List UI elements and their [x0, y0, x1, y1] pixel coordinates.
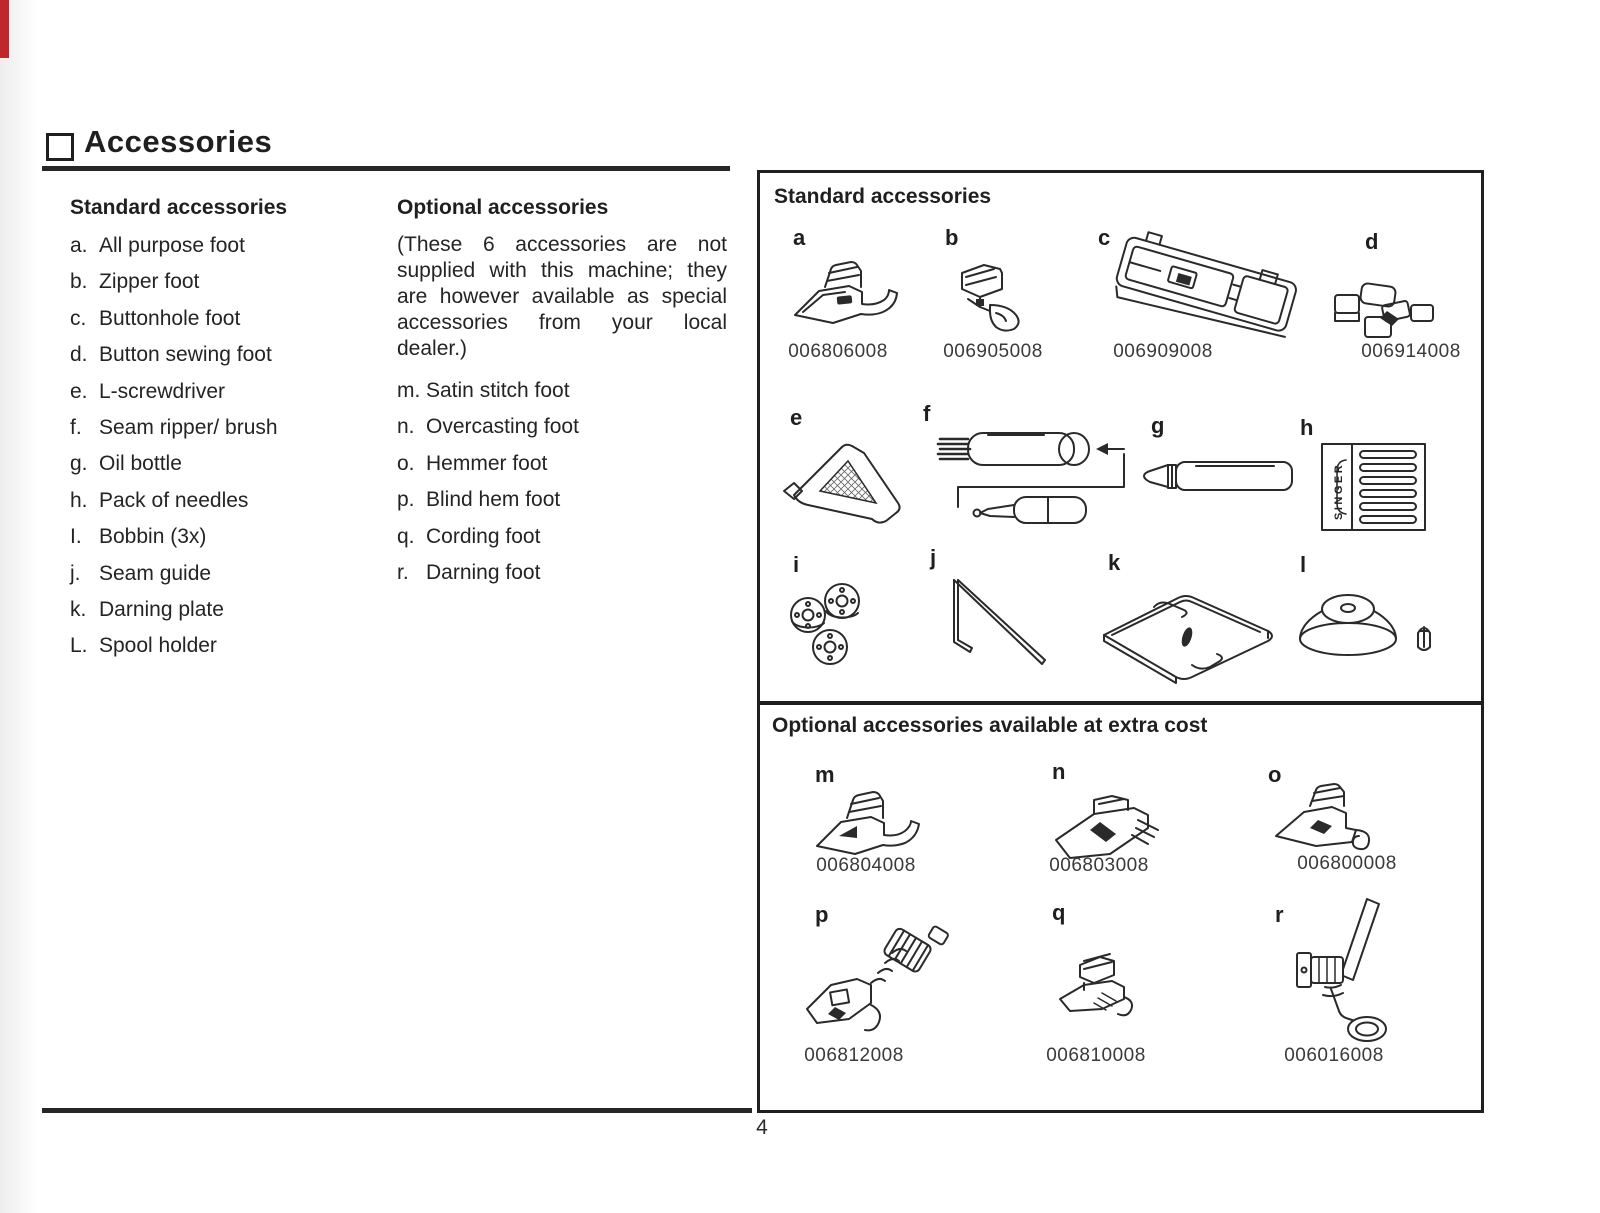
hemmer-foot-illustration: [1260, 780, 1400, 870]
figure-letter-e: e: [790, 405, 803, 430]
red-edge-mark: [0, 0, 9, 58]
optional-accessories-list: m.Satin stitch foot n.Overcasting foot o…: [397, 379, 727, 597]
figure-letter-o: o: [1268, 762, 1282, 787]
button-sewing-foot-illustration: [1325, 269, 1445, 351]
title-rule: [42, 166, 730, 171]
list-item: I.Bobbin (3x): [70, 525, 207, 549]
list-item: p.Blind hem foot: [397, 488, 561, 512]
part-number: 006806008: [788, 341, 888, 362]
list-item: e.L-screwdriver: [70, 379, 226, 403]
figure-letter-m: m: [815, 762, 835, 787]
needle-pack-brand-label: SINGER: [1333, 463, 1345, 520]
part-number: 006812008: [804, 1045, 904, 1066]
list-item: b.Zipper foot: [70, 270, 200, 294]
figure-letter-k: k: [1108, 550, 1121, 575]
panel-optional-title: Optional accessories available at extra …: [772, 714, 1208, 737]
part-number: 006810008: [1046, 1045, 1146, 1066]
part-number: 006800008: [1297, 853, 1397, 874]
list-item: o.Hemmer foot: [397, 451, 548, 475]
bobbins-illustration: [778, 575, 883, 680]
cording-foot-illustration: [1040, 941, 1170, 1031]
part-number: 006803008: [1049, 855, 1149, 876]
part-number: 006804008: [816, 855, 916, 876]
standard-accessories-column: Standard accessories a.All purpose foot …: [70, 196, 385, 671]
optional-accessories-header: Optional accessories: [397, 196, 609, 219]
list-item: L.Spool holder: [70, 634, 217, 658]
list-item: j.Seam guide: [70, 561, 212, 585]
figure-letter-r: r: [1275, 902, 1284, 927]
list-item: m.Satin stitch foot: [397, 379, 570, 402]
list-item: f.Seam ripper/ brush: [70, 415, 278, 439]
figure-letter-q: q: [1052, 900, 1066, 925]
figure-letter-f: f: [923, 401, 931, 426]
standard-accessories-list: a.All purpose foot b.Zipper foot c.Butto…: [70, 234, 385, 671]
list-item: q.Cording foot: [397, 524, 541, 548]
list-item: r.Darning foot: [397, 560, 541, 584]
title-checkbox-icon: [46, 133, 74, 161]
page-title: Accessories: [84, 124, 273, 159]
overcasting-foot-illustration: [1042, 788, 1182, 873]
part-number: 006016008: [1284, 1045, 1384, 1066]
figure-letter-l: l: [1300, 552, 1307, 577]
figure-letter-h: h: [1300, 415, 1314, 440]
figure-letter-p: p: [815, 902, 829, 927]
zipper-foot-illustration: [932, 259, 1047, 347]
spool-holder-illustration: [1282, 581, 1447, 676]
buttonhole-foot-illustration: [1105, 229, 1305, 354]
part-number: 006909008: [1113, 341, 1213, 362]
darning-foot-illustration: [1275, 893, 1405, 1053]
all-purpose-foot-illustration: [785, 259, 905, 341]
bottom-rule: [42, 1108, 752, 1113]
standard-accessories-header: Standard accessories: [70, 196, 288, 219]
figure-letter-d: d: [1365, 229, 1379, 254]
list-item: h.Pack of needles: [70, 488, 249, 512]
blind-hem-foot-illustration: [795, 921, 950, 1046]
list-item: g.Oil bottle: [70, 452, 182, 476]
figure-letter-b: b: [945, 225, 959, 250]
list-item: c.Buttonhole foot: [70, 306, 241, 330]
figure-letter-j: j: [930, 545, 937, 570]
figure-letter-c: c: [1098, 225, 1111, 250]
optional-accessories-note: (These 6 accessories are not supplied wi…: [397, 233, 727, 360]
panel-section-divider: [760, 701, 1481, 705]
figure-letter-n: n: [1052, 759, 1066, 784]
accessories-diagram-panel: Standard accessories a b c d: [757, 170, 1484, 1113]
part-number: 006905008: [943, 341, 1043, 362]
figure-letter-a: a: [793, 225, 806, 250]
list-item: n.Overcasting foot: [397, 415, 579, 439]
panel-standard-title: Standard accessories: [774, 185, 992, 208]
darning-plate-illustration: [1088, 581, 1288, 686]
page-number: 4: [756, 1116, 768, 1139]
optional-accessories-column: Optional accessories (These 6 accessorie…: [397, 196, 727, 597]
figure-letter-i: i: [793, 552, 800, 577]
needle-pack-illustration: SINGER: [1316, 438, 1431, 536]
satin-stitch-foot-illustration: [805, 788, 930, 873]
scan-edge-shade: [0, 0, 38, 1213]
oil-bottle-illustration: [1138, 455, 1303, 497]
figure-letter-g: g: [1151, 413, 1165, 438]
l-screwdriver-illustration: [778, 433, 918, 533]
part-number: 006914008: [1361, 341, 1461, 362]
list-item: d.Button sewing foot: [70, 343, 272, 367]
seam-ripper-brush-illustration: [928, 421, 1133, 551]
seam-guide-illustration: [918, 568, 1068, 686]
list-item: a.All purpose foot: [70, 234, 245, 257]
list-item: k.Darning plate: [70, 597, 224, 621]
